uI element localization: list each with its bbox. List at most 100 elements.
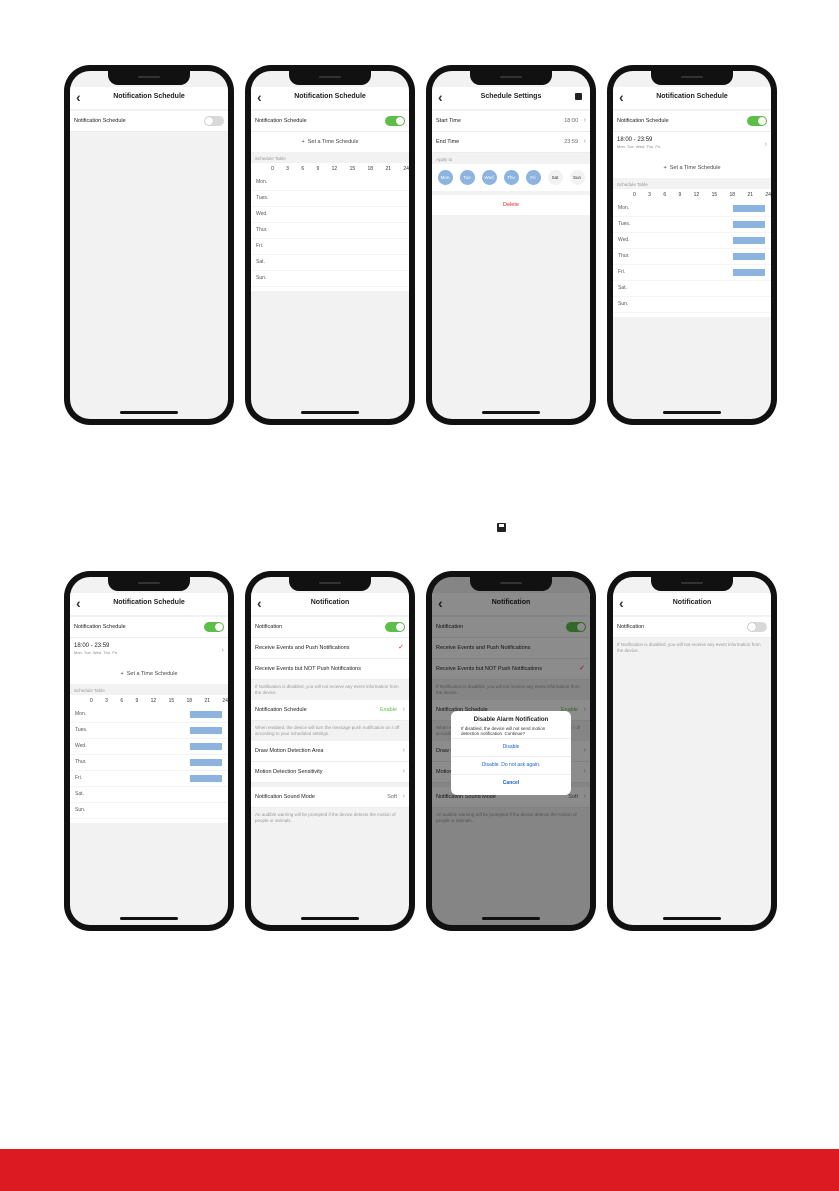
day-label: Sat. <box>618 285 627 291</box>
header: ‹ Notification Schedule <box>251 87 409 109</box>
phone-6: ‹ Notification Notification Receive Even… <box>245 571 415 931</box>
plus-icon: + <box>301 139 305 145</box>
receive-push-option[interactable]: Receive Events and Push Notifications <box>432 638 590 659</box>
notch <box>651 71 733 85</box>
end-time-value: 23:59 <box>564 139 578 145</box>
notification-schedule-toggle[interactable] <box>747 116 767 126</box>
notification-schedule-toggle[interactable] <box>204 622 224 632</box>
back-icon[interactable]: ‹ <box>619 89 624 105</box>
schedule-days: Mon. Tue. Wed. Thu. Fri. <box>74 650 119 655</box>
screen: ‹ Notification Schedule Notification Sch… <box>70 577 228 925</box>
back-icon[interactable]: ‹ <box>619 595 624 611</box>
day-row: Thur. <box>251 223 409 239</box>
day-label: Thur. <box>256 227 268 233</box>
schedule-table-heading: Schedule Table <box>251 152 409 163</box>
notification-toggle[interactable] <box>747 622 767 632</box>
delete-button[interactable]: Delete <box>432 195 590 215</box>
phone-8: ‹ Notification Notification If Notificat… <box>607 571 777 931</box>
hour-label: 3 <box>105 698 108 704</box>
day-row: Fri. <box>70 771 228 787</box>
day-button-mon[interactable]: Mon <box>437 170 453 185</box>
phone-5: ‹ Notification Schedule Notification Sch… <box>64 571 234 931</box>
disabled-description: If Notification is disabled, you will no… <box>251 680 409 700</box>
notification-toggle[interactable] <box>385 622 405 632</box>
draw-detection-area-row[interactable]: Draw Motion Detection Area › <box>251 741 409 762</box>
notification-row: Notification <box>432 617 590 638</box>
day-label: Thur. <box>75 759 87 765</box>
day-button-fri[interactable]: Fri <box>525 170 541 185</box>
header: ‹ Notification <box>251 593 409 615</box>
page-title: Notification Schedule <box>113 93 185 100</box>
notification-schedule-row[interactable]: Notification Schedule Enable › <box>251 700 409 721</box>
screen: ‹ Schedule Settings Start Time 18:00 › E… <box>432 71 590 419</box>
day-label: Sun. <box>256 275 267 281</box>
set-time-schedule-button[interactable]: + Set a Time Schedule <box>251 132 409 152</box>
back-icon[interactable]: ‹ <box>438 595 443 611</box>
row-label: Notification Schedule <box>74 118 126 124</box>
notification-schedule-toggle[interactable] <box>204 116 224 126</box>
notch <box>108 71 190 85</box>
back-icon[interactable]: ‹ <box>438 89 443 105</box>
day-button-sun[interactable]: Sun <box>569 170 585 185</box>
day-label: Mon. <box>618 205 630 211</box>
row-label: Notification Sound Mode <box>436 794 496 800</box>
schedule-item[interactable]: 18:00 - 23:59 Mon. Tue. Wed. Thu. Fri. › <box>613 132 771 158</box>
set-time-schedule-button[interactable]: + Set a Time Schedule <box>70 664 228 684</box>
receive-push-option[interactable]: Receive Events and Push Notifications ✓ <box>251 638 409 659</box>
day-label: Wed. <box>618 237 630 243</box>
day-row: Fri. <box>251 239 409 255</box>
notification-toggle[interactable] <box>566 622 586 632</box>
schedule-bar <box>190 759 222 766</box>
day-button-thu[interactable]: Thu <box>503 170 519 185</box>
sound-description: An audible warning will be prompted if t… <box>432 808 590 828</box>
phone-2: ‹ Notification Schedule Notification Sch… <box>245 65 415 425</box>
home-indicator <box>663 917 721 920</box>
row-label: Draw Motion Detection Area <box>255 748 324 754</box>
day-label: Fri. <box>256 243 264 249</box>
home-indicator <box>120 411 178 414</box>
day-button-tue[interactable]: Tue <box>459 170 475 185</box>
disable-button[interactable]: Disable <box>451 738 571 756</box>
day-button-sat[interactable]: Sat <box>547 170 563 185</box>
day-row: Sat. <box>613 281 771 297</box>
back-icon[interactable]: ‹ <box>257 89 262 105</box>
day-row: Wed. <box>70 739 228 755</box>
hour-label: 21 <box>204 698 210 704</box>
page-title: Schedule Settings <box>480 93 542 100</box>
detection-sensitivity-row[interactable]: Motion Detection Sensitivity › <box>251 762 409 783</box>
day-row: Sun. <box>70 803 228 819</box>
chevron-right-icon: › <box>402 793 405 800</box>
chevron-right-icon: › <box>402 706 405 713</box>
back-icon[interactable]: ‹ <box>257 595 262 611</box>
back-icon[interactable]: ‹ <box>76 595 81 611</box>
page-title: Notification Schedule <box>113 599 185 606</box>
day-button-wed[interactable]: Wed <box>481 170 497 185</box>
end-time-row[interactable]: End Time 23:59 › <box>432 132 590 153</box>
sound-mode-row[interactable]: Notification Sound Mode Soft › <box>251 787 409 808</box>
hour-label: 18 <box>729 192 736 198</box>
start-time-row[interactable]: Start Time 18:00 › <box>432 111 590 132</box>
day-row: Wed. <box>613 233 771 249</box>
chevron-right-icon: › <box>402 768 405 775</box>
receive-no-push-option[interactable]: Receive Events but NOT Push Notification… <box>432 659 590 680</box>
back-icon[interactable]: ‹ <box>76 89 81 105</box>
day-label: Sat. <box>256 259 265 265</box>
hour-label: 15 <box>711 192 718 198</box>
set-time-schedule-button[interactable]: + Set a Time Schedule <box>613 158 771 178</box>
disable-do-not-ask-button[interactable]: Disable. Do not ask again. <box>451 756 571 774</box>
hour-label: 18 <box>186 698 193 704</box>
apply-to-heading: Apply to <box>432 153 590 164</box>
notch <box>289 71 371 85</box>
schedule-bar <box>190 727 222 734</box>
disabled-description: If Notification is disabled, you will no… <box>432 680 590 700</box>
save-icon[interactable] <box>575 93 582 100</box>
receive-no-push-option[interactable]: Receive Events but NOT Push Notification… <box>251 659 409 680</box>
cancel-button[interactable]: Cancel <box>451 774 571 792</box>
schedule-item[interactable]: 18:00 - 23:59 Mon. Tue. Wed. Thu. Fri. › <box>70 638 228 664</box>
disabled-description: If Notification is disabled, you will no… <box>613 638 771 658</box>
page-title: Notification <box>491 599 531 606</box>
day-label: Thur. <box>618 253 630 259</box>
day-row: Fri. <box>613 265 771 281</box>
day-row: Tues. <box>70 723 228 739</box>
notification-schedule-toggle[interactable] <box>385 116 405 126</box>
